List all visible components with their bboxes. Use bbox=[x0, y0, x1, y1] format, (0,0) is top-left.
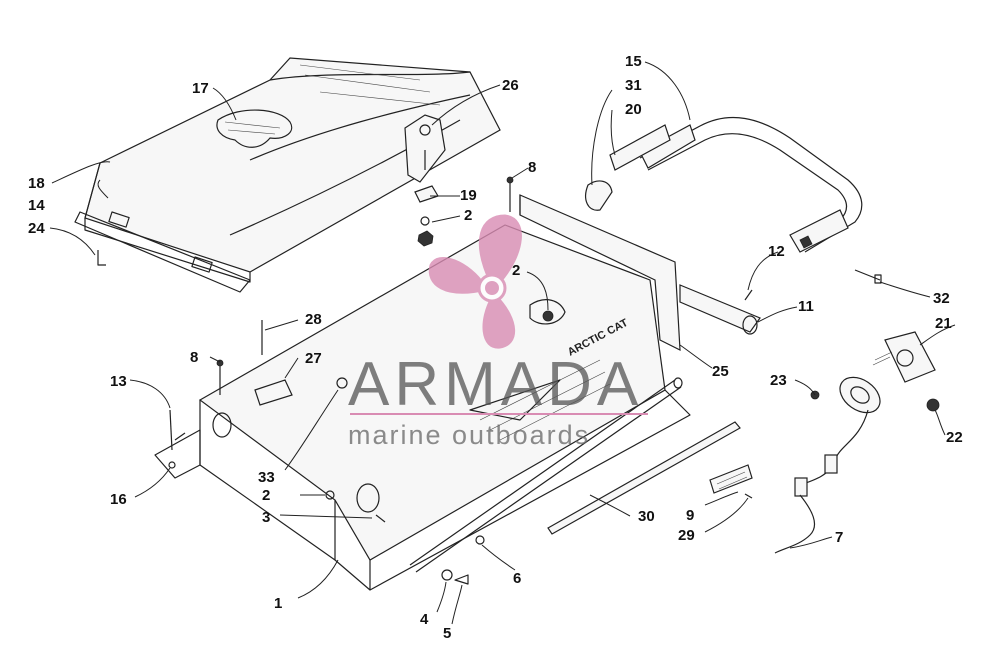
callout-1: 1 bbox=[274, 595, 282, 612]
handle-bolt-part bbox=[854, 269, 882, 284]
callout-23: 23 bbox=[770, 372, 787, 389]
seat-base-panel bbox=[74, 211, 251, 293]
callout-labels: 1 2 2 2 3 4 5 6 7 8 8 9 11 12 13 14 15 1… bbox=[28, 53, 963, 642]
callout-32: 32 bbox=[933, 290, 950, 307]
callout-26: 26 bbox=[502, 77, 519, 94]
callout-11: 11 bbox=[798, 298, 814, 315]
callout-33: 33 bbox=[258, 469, 275, 486]
seat-cover-part bbox=[84, 57, 501, 283]
callout-8-left: 8 bbox=[190, 349, 198, 366]
callout-21: 21 bbox=[935, 315, 952, 332]
callout-6: 6 bbox=[513, 570, 521, 587]
callout-30: 30 bbox=[638, 508, 655, 525]
callout-20: 20 bbox=[625, 101, 642, 118]
callout-3: 3 bbox=[262, 509, 270, 526]
wire-harness-part bbox=[774, 409, 869, 554]
callout-5: 5 bbox=[443, 625, 451, 642]
callout-24: 24 bbox=[28, 220, 45, 237]
callout-12: 12 bbox=[768, 243, 785, 260]
callout-28: 28 bbox=[305, 311, 322, 328]
gauge-bracket-part bbox=[872, 331, 936, 383]
grab-handle-part bbox=[585, 116, 863, 253]
callout-17: 17 bbox=[192, 80, 209, 97]
callout-2-upper: 2 bbox=[464, 207, 472, 224]
callout-15: 15 bbox=[625, 53, 642, 70]
callout-19: 19 bbox=[460, 187, 477, 204]
callout-2-lower: 2 bbox=[262, 487, 270, 504]
callout-2-center: 2 bbox=[512, 262, 520, 279]
callout-25: 25 bbox=[712, 363, 729, 380]
callout-4: 4 bbox=[420, 611, 429, 628]
callout-18: 18 bbox=[28, 175, 45, 192]
callout-8-upper: 8 bbox=[528, 159, 536, 176]
callout-9: 9 bbox=[686, 507, 694, 524]
lower-mount-rail bbox=[679, 284, 761, 335]
callout-16: 16 bbox=[110, 491, 127, 508]
fastener-parts bbox=[168, 176, 514, 585]
callout-22: 22 bbox=[946, 429, 963, 446]
callout-14: 14 bbox=[28, 197, 45, 214]
console-housing-part: ARCTIC CAT bbox=[154, 224, 691, 591]
callout-31: 31 bbox=[625, 77, 642, 94]
callout-13: 13 bbox=[110, 373, 127, 390]
callout-27: 27 bbox=[305, 350, 322, 367]
long-rod-part bbox=[409, 377, 683, 573]
reflector-part bbox=[709, 464, 753, 499]
socket-part bbox=[810, 376, 940, 414]
callout-29: 29 bbox=[678, 527, 695, 544]
trim-strip-part bbox=[547, 421, 741, 535]
callout-7: 7 bbox=[835, 529, 843, 546]
stud-part bbox=[744, 289, 753, 301]
leader-lines bbox=[49, 61, 956, 625]
seat-latch-bracket bbox=[404, 114, 446, 247]
